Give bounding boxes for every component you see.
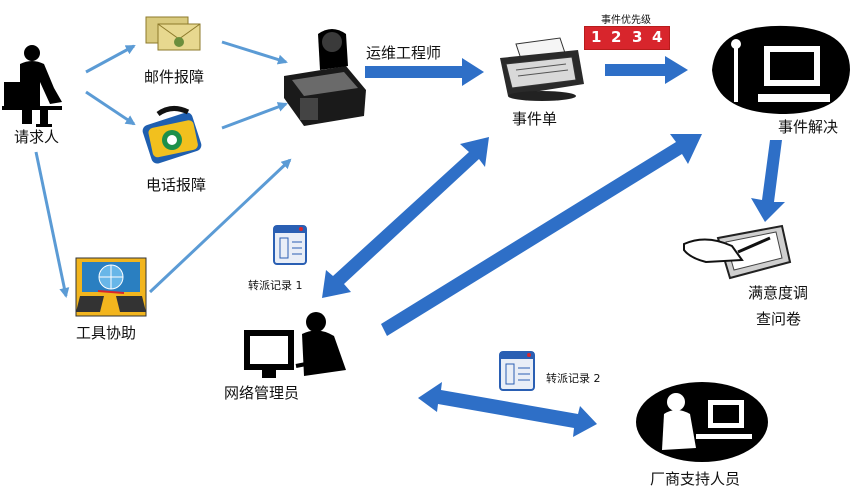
- arrow-ticket-to-resolution: [605, 56, 688, 84]
- incident-priority-label: 事件优先级: [601, 15, 651, 26]
- arrow-netadmin-vendor-bidirectional: [418, 382, 597, 437]
- priority-step-2: 2: [611, 28, 622, 46]
- arrow-resolution-to-survey: [751, 140, 785, 222]
- tool-assist-label: 工具协助: [76, 324, 137, 342]
- incident-priority-badge: 事件优先级 1 2 3 4: [584, 15, 670, 50]
- priority-step-1: 1: [591, 28, 602, 46]
- incident-ticket-icon: [500, 37, 584, 101]
- network-admin-label: 网络管理员: [224, 384, 300, 402]
- transfer-record-2-icon: [499, 351, 535, 391]
- vendor-support-icon: [636, 382, 768, 462]
- arrow-netadmin-to-resolution: [381, 134, 702, 336]
- arrow-requester-to-tool: [34, 151, 70, 298]
- satisfaction-survey-label-line2: 查问卷: [756, 310, 802, 328]
- transfer-record-1-icon: [273, 225, 307, 265]
- phone-report-icon: [142, 106, 202, 164]
- phone-report-label: 电话报障: [146, 176, 207, 194]
- arrow-email-to-engineer: [221, 40, 288, 65]
- tool-assist-icon: [75, 257, 147, 317]
- vendor-support-label: 厂商支持人员: [650, 470, 741, 488]
- incident-ticket-label: 事件单: [512, 110, 558, 128]
- priority-steps: 1 2 3 4: [584, 26, 670, 50]
- arrow-engineer-to-ticket: [365, 58, 484, 86]
- arrow-requester-to-email: [85, 44, 136, 74]
- incident-resolution-label: 事件解决: [778, 118, 839, 136]
- ops-engineer-icon: [284, 29, 366, 126]
- ops-engineer-label: 运维工程师: [366, 44, 442, 62]
- email-report-label: 邮件报障: [144, 68, 205, 86]
- transfer-record-1-label: 转派记录 1: [248, 279, 303, 292]
- satisfaction-survey-label-line1: 满意度调: [748, 284, 809, 302]
- thick-arrows: [322, 56, 785, 437]
- priority-step-3: 3: [632, 28, 643, 46]
- priority-step-4: 4: [652, 28, 663, 46]
- incident-resolution-icon: [712, 25, 850, 114]
- thin-arrows: [34, 40, 292, 298]
- requester-icon: [2, 45, 62, 127]
- satisfaction-survey-icon: [683, 224, 792, 280]
- arrow-phone-to-engineer: [221, 102, 288, 130]
- network-admin-icon: [244, 312, 346, 378]
- arrow-requester-to-phone: [85, 90, 136, 126]
- email-report-icon: [145, 16, 201, 51]
- requester-label: 请求人: [14, 128, 60, 146]
- transfer-record-2-label: 转派记录 2: [546, 372, 601, 385]
- arrow-ticket-netadmin-bidirectional: [322, 137, 489, 298]
- arrow-tool-to-engineer: [148, 158, 292, 294]
